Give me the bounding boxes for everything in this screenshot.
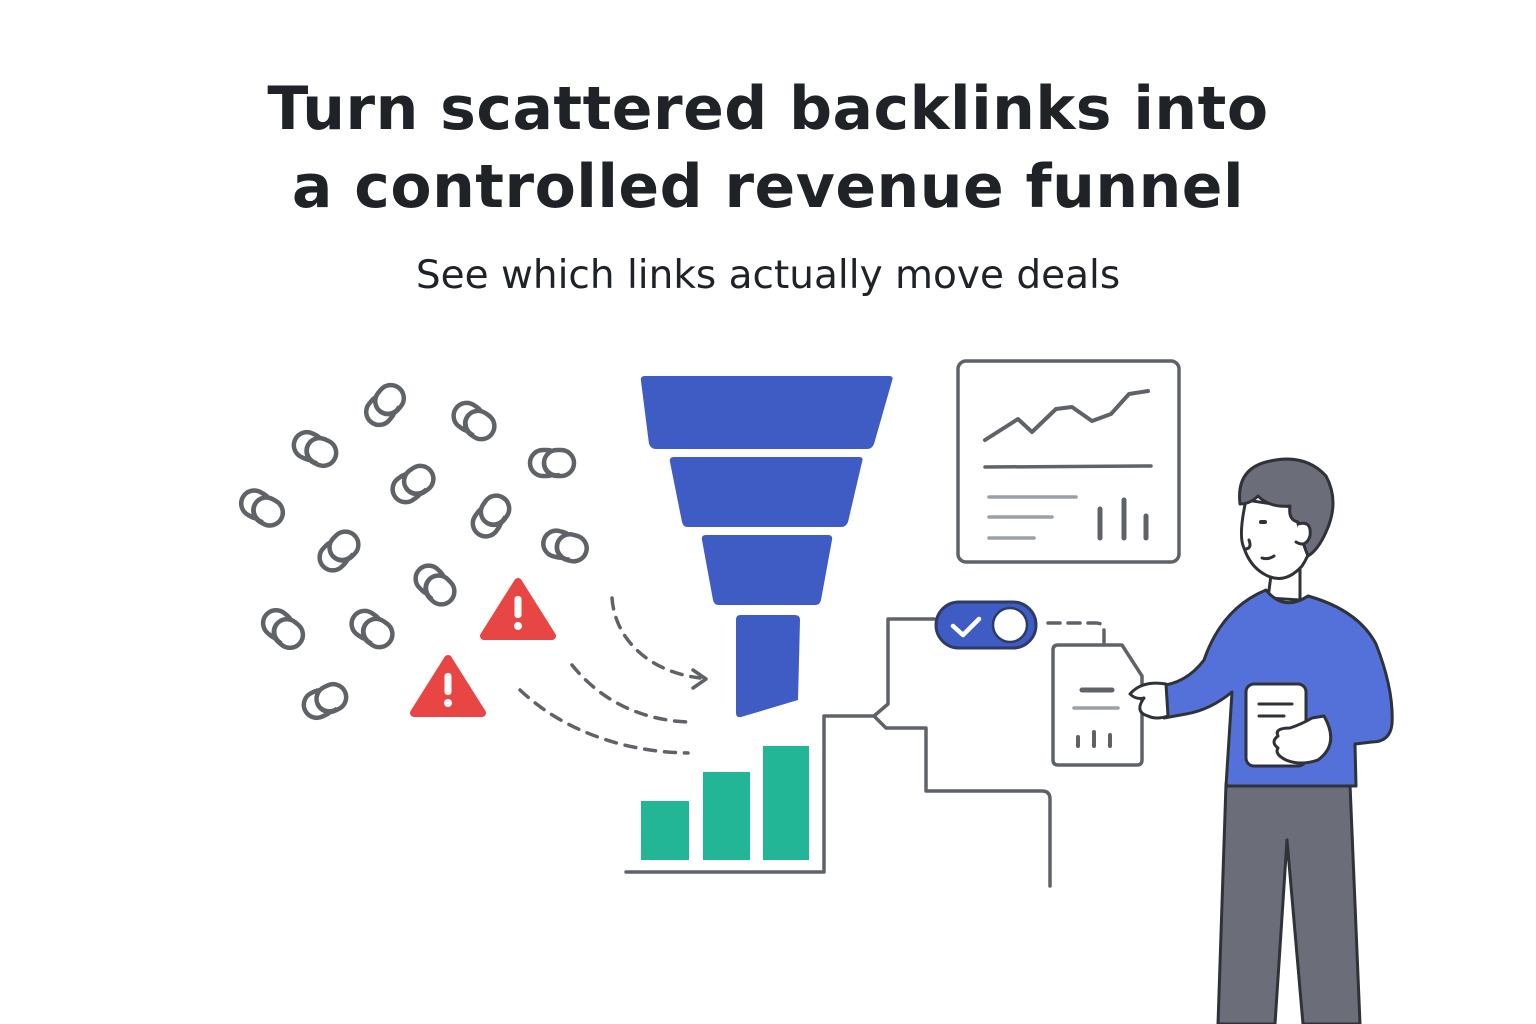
toggle-switch-on-icon	[934, 600, 1038, 650]
connector-lines	[624, 617, 1106, 888]
flow-arrows	[518, 596, 702, 755]
person-icon	[1128, 457, 1394, 1024]
bar	[703, 772, 750, 860]
chain-link-icon	[300, 680, 351, 722]
arrowhead-icon	[691, 668, 708, 690]
chain-link-icon	[468, 491, 515, 542]
bar	[763, 746, 809, 860]
chain-link-icon	[347, 606, 398, 653]
page-title: Turn scattered backlinks into a controll…	[0, 70, 1536, 226]
bar	[641, 801, 689, 860]
chain-link-icon	[449, 398, 500, 445]
chain-link-icon	[290, 428, 341, 470]
chain-link-icon	[258, 605, 308, 653]
page-subtitle: See which links actually move deals	[415, 253, 1121, 298]
chain-link-icon	[314, 526, 363, 575]
bar-chart-icon	[641, 746, 809, 860]
chain-link-icon	[530, 450, 574, 476]
chain-link-icon	[361, 380, 409, 430]
funnel-icon	[640, 376, 893, 718]
warning-triangle-icon	[410, 655, 486, 717]
headline-line-1: Turn scattered backlinks into	[267, 74, 1269, 144]
scattered-links	[236, 380, 589, 722]
report-document-icon	[1051, 643, 1144, 767]
chain-link-icon	[236, 486, 287, 531]
chain-link-icon	[388, 461, 439, 508]
chain-link-icon	[410, 560, 459, 609]
headline-line-2: a controlled revenue funnel	[291, 152, 1245, 222]
chain-link-icon	[540, 528, 589, 565]
line-chart-dashboard-icon	[956, 359, 1181, 564]
warning-triangle-icon	[480, 578, 556, 640]
